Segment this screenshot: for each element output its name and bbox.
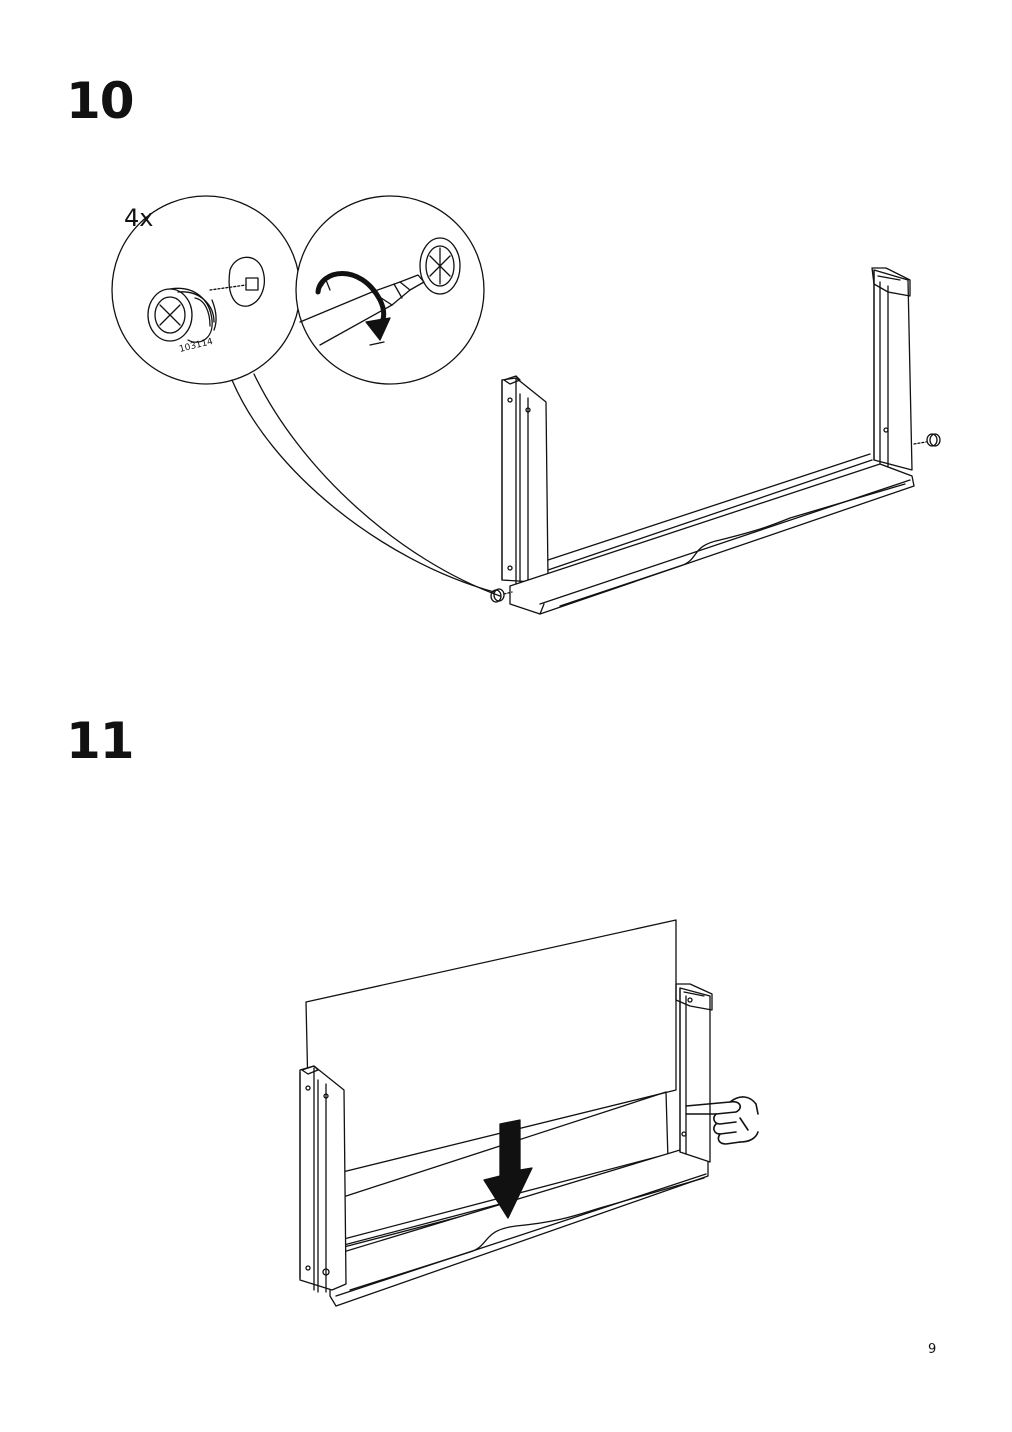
cam-lock-left-icon	[491, 589, 512, 602]
cam-lock-right-icon	[914, 434, 940, 446]
cam-lock-icon	[148, 288, 216, 342]
pointing-hand-icon	[686, 1097, 758, 1144]
frame-assembly	[491, 268, 940, 614]
cam-head-icon	[420, 238, 460, 294]
step-10-illustration: 4x 103114	[0, 180, 1012, 650]
quantity-label: 4x	[124, 204, 153, 232]
screwdriver-detail-circle	[296, 196, 484, 384]
step-11-illustration	[0, 900, 1012, 1320]
rotate-clockwise-arrow-icon	[318, 274, 390, 341]
step-10-number: 10	[66, 72, 135, 130]
push-down-arrow-icon	[484, 1120, 532, 1218]
page-number: 9	[928, 1342, 937, 1357]
back-panel	[306, 920, 676, 1180]
step-11-number: 11	[66, 712, 135, 770]
cam-lock-detail-circle: 4x 103114	[112, 196, 500, 596]
